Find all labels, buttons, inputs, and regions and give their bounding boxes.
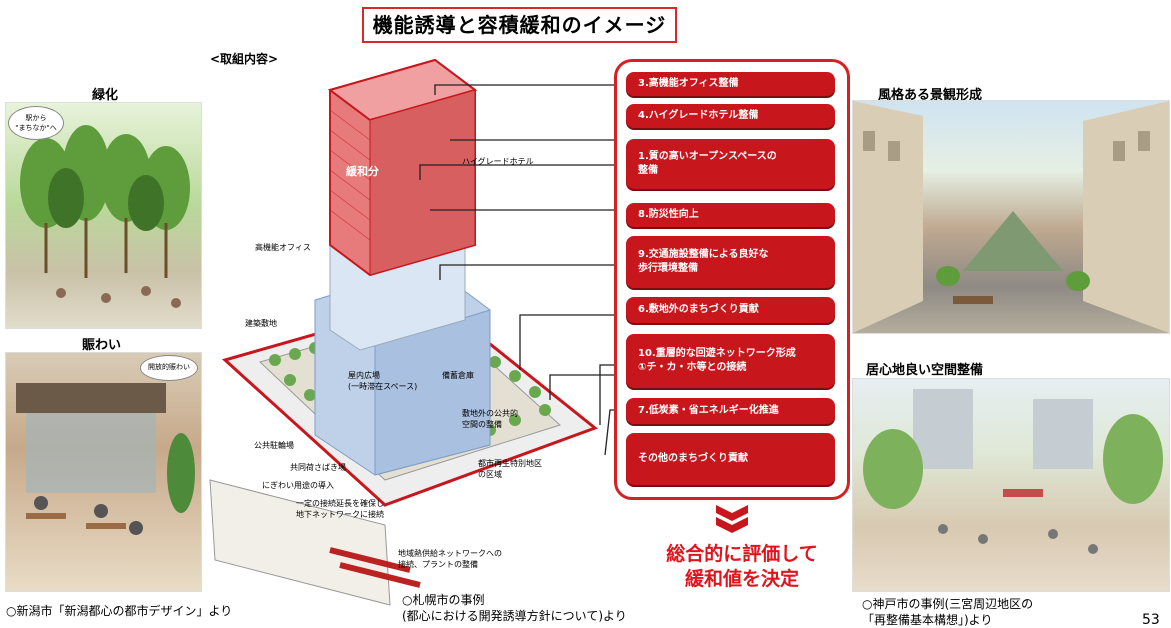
subtitle: <取組内容>: [210, 52, 279, 66]
right-caption-2: 「再整備基本構想」)より: [862, 613, 993, 627]
lively-use-label: にぎわい用途の導入: [262, 481, 334, 490]
green-speech-bubble: 駅から "まちなか"へ: [8, 106, 64, 140]
landscape-photo: [852, 100, 1170, 334]
storage-label: 備蓄倉庫: [442, 371, 474, 380]
relaxed-volume-label: 緩和分: [346, 165, 379, 178]
heating-label: 地域熱供給ネットワークへの 接続、プラントの整備: [398, 549, 502, 569]
loading-label: 共同荷さばき場: [290, 463, 346, 472]
measure-item: 6.敷地外のまちづくり貢献: [626, 297, 835, 323]
greening-illustration: [5, 102, 202, 329]
center-caption-1: ○札幌市の事例: [402, 593, 485, 607]
measure-item: その他のまちづくり貢献: [626, 433, 835, 485]
cafe-scene: [16, 383, 195, 535]
page-title: 機能誘導と容積緩和のイメージ: [362, 7, 677, 43]
street-scene: [853, 101, 1169, 333]
plaza-illustration: [852, 378, 1170, 592]
comfort-label: 居心地良い空間整備: [866, 363, 984, 378]
underground-label: 一定の接続延長を確保し 地下ネットワークに接続: [296, 499, 384, 519]
greening-trees: [20, 125, 190, 308]
conclusion-line-1: 総合的に評価して: [666, 543, 818, 565]
right-caption-1: ○神戸市の事例(三宮周辺地区の: [862, 597, 1034, 611]
measure-item: 10.重層的な回遊ネットワーク形成 ①チ・カ・ホ等との接続: [626, 334, 835, 388]
conclusion-line-2: 緩和値を決定: [684, 568, 799, 590]
lively-illustration: [5, 352, 202, 592]
lively-speech-bubble: 開放的賑わい: [140, 355, 198, 381]
chevron-down-icon: [716, 505, 748, 533]
measure-item: 3.高機能オフィス整備: [626, 72, 835, 96]
district-label: 都市再生特別地区 の区域: [478, 459, 542, 479]
measure-item: 8.防災性向上: [626, 203, 835, 227]
office-label: 高機能オフィス: [255, 243, 311, 252]
center-caption-2: (都心における開発誘導方針について)より: [402, 609, 627, 623]
public-space-label: 敷地外の公共的 空間の整備: [462, 409, 518, 429]
conclusion: 総合的に評価して 緩和値を決定: [642, 542, 842, 592]
left-caption: ○新潟市「新潟都心の都市デザイン」より: [6, 604, 233, 618]
lively-label: 賑わい: [82, 338, 122, 353]
landscape-label: 風格ある景観形成: [878, 88, 983, 103]
measure-item: 1.質の高いオープンスペースの 整備: [626, 139, 835, 189]
measure-item: 7.低炭素・省エネルギー化推進: [626, 398, 835, 424]
hotel-label: ハイグレードホテル: [462, 157, 534, 166]
measure-item: 4.ハイグレードホテル整備: [626, 104, 835, 128]
building-diagram: [209, 58, 620, 606]
page-number: 53: [1142, 612, 1160, 628]
indoor-plaza-label: 屋内広場 (一時滞在スペース): [348, 371, 418, 391]
site-label: 建築敷地: [245, 319, 277, 328]
measure-item: 9.交通施設整備による良好な 歩行環境整備: [626, 236, 835, 288]
green-label: 緑化: [92, 88, 119, 103]
plaza-scene: [863, 389, 1163, 554]
parking-label: 公共駐輪場: [254, 441, 294, 450]
